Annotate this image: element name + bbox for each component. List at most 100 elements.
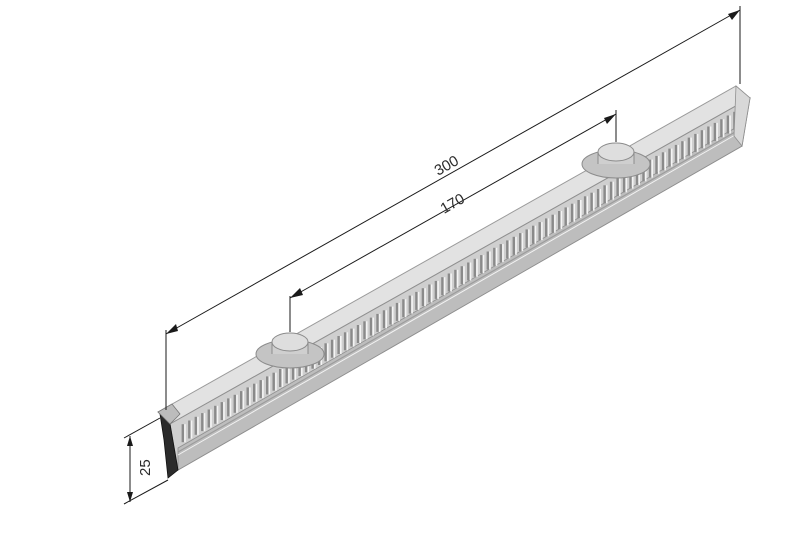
vent-slot xyxy=(266,376,269,395)
dimension-line-170 xyxy=(289,113,617,299)
vent-slot xyxy=(395,302,399,321)
vent-slot xyxy=(694,133,697,152)
vent-slot xyxy=(447,273,451,292)
vent-slot-highlight xyxy=(255,383,258,402)
vent-slot xyxy=(227,398,230,417)
vent-slot xyxy=(661,152,665,171)
vent-slot xyxy=(726,115,730,134)
vent-slot xyxy=(558,211,561,229)
vent-slot-highlight xyxy=(612,181,615,200)
vent-slot xyxy=(201,413,204,432)
vent-slot-highlight xyxy=(508,240,511,259)
arrowhead-170-end xyxy=(604,114,616,124)
vent-slot-highlight xyxy=(424,288,426,307)
vent-slot-highlight xyxy=(716,122,718,141)
vent-slot xyxy=(376,313,379,332)
vent-slot-highlight xyxy=(586,196,589,215)
vent-slot-highlight xyxy=(729,115,731,134)
extension-line-height-bottom xyxy=(123,479,169,505)
mounting-pin-left xyxy=(255,332,325,369)
vent-strip xyxy=(157,85,751,479)
arrowhead-170-start xyxy=(290,288,303,298)
vent-slot xyxy=(609,181,613,200)
strip-right-end xyxy=(733,85,751,147)
arrowhead-300-start xyxy=(166,324,178,334)
vent-slot-highlight xyxy=(567,207,569,226)
vent-slot xyxy=(700,130,704,149)
arrowhead-25-top xyxy=(127,436,133,446)
vent-slot xyxy=(525,229,528,248)
vent-slot-highlight xyxy=(268,376,271,395)
vent-slot xyxy=(473,258,476,277)
vent-slot xyxy=(441,277,444,296)
vent-slot xyxy=(596,189,600,207)
pin-head xyxy=(597,142,635,162)
vent-slot xyxy=(454,269,457,288)
vent-slot xyxy=(668,148,671,167)
vent-slot-highlight xyxy=(696,133,699,152)
vent-slot-highlight xyxy=(404,299,407,318)
vent-slot-highlight xyxy=(288,365,290,384)
vent-slot xyxy=(707,126,710,145)
vent-slot-highlight xyxy=(534,225,537,244)
vent-slot xyxy=(655,155,658,174)
vent-slot xyxy=(681,141,684,160)
vent-slot xyxy=(467,262,470,281)
vent-slot xyxy=(233,394,236,413)
vent-slot-highlight xyxy=(365,321,368,340)
dimension-label-170: 170 xyxy=(438,190,468,217)
vent-slot-highlight xyxy=(456,269,459,288)
vent-slot xyxy=(363,321,366,340)
vent-slot xyxy=(564,207,567,226)
strip-rail-highlight xyxy=(177,130,743,456)
vent-slot-highlight xyxy=(352,328,355,347)
vent-slot xyxy=(415,291,418,310)
vent-slot-highlight xyxy=(398,302,400,321)
vent-slot-highlight xyxy=(197,416,199,435)
vent-slot-highlight xyxy=(223,402,225,421)
vent-slot xyxy=(343,332,347,351)
vent-slot-highlight xyxy=(644,163,647,182)
vent-slot xyxy=(687,137,691,156)
vent-slot-highlight xyxy=(619,178,621,196)
vent-slot-highlight xyxy=(638,167,640,185)
vent-slot-highlight xyxy=(541,222,543,241)
vent-slot-highlight xyxy=(249,387,251,406)
vent-slot-highlight xyxy=(262,380,264,399)
vent-slot-highlight xyxy=(229,398,232,417)
vent-slot xyxy=(421,288,425,307)
vent-slot xyxy=(434,280,438,299)
vent-slot-highlight xyxy=(469,262,472,281)
vent-slot xyxy=(538,222,541,241)
vent-slot-highlight xyxy=(203,413,206,432)
dimension-line-300 xyxy=(165,9,741,335)
vent-slot xyxy=(713,122,717,141)
vent-slot-highlight xyxy=(482,255,485,274)
vent-slot-highlight xyxy=(651,159,653,178)
vent-slot-highlight xyxy=(210,409,212,428)
vent-slot xyxy=(720,119,723,138)
vent-slot xyxy=(629,170,632,189)
vent-slot-highlight xyxy=(430,284,433,303)
vent-slot-highlight xyxy=(703,130,705,149)
vent-slot xyxy=(460,266,463,285)
vent-slot xyxy=(272,372,275,391)
vent-slot xyxy=(532,225,535,244)
vent-slot-highlight xyxy=(625,174,628,193)
vent-slot-highlight xyxy=(190,420,193,439)
vent-slot xyxy=(408,295,412,314)
vent-slot xyxy=(622,174,626,193)
vent-slot-highlight xyxy=(327,343,329,362)
vent-slot-highlight xyxy=(372,317,374,336)
vent-slot xyxy=(285,365,288,384)
vent-slot-highlight xyxy=(683,141,686,160)
vent-slot xyxy=(324,343,327,362)
vent-slot-highlight xyxy=(722,119,725,138)
vent-slot-highlight xyxy=(359,325,361,343)
vent-slot-highlight xyxy=(437,280,439,299)
vent-slot-highlight xyxy=(463,266,465,285)
vent-slot xyxy=(188,420,191,439)
vent-slot-highlight xyxy=(670,148,673,167)
vent-slot xyxy=(499,244,502,263)
